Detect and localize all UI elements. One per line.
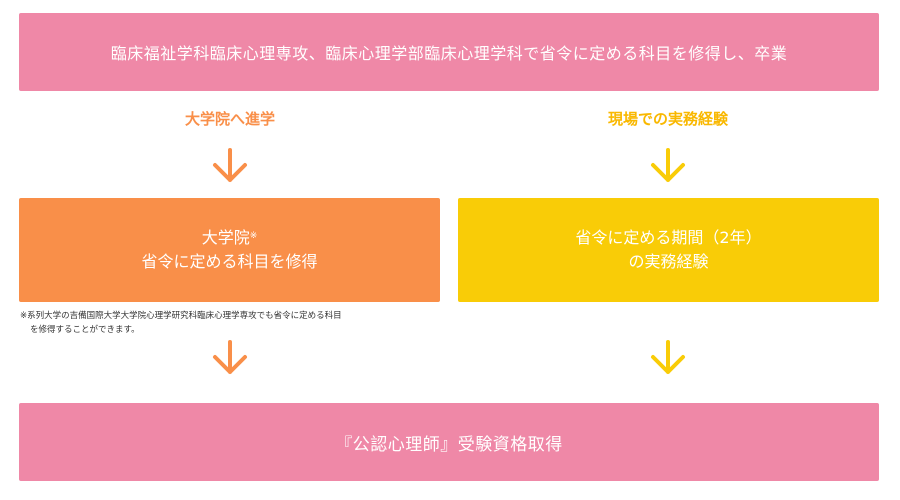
grad-school-box-title: 大学院※	[201, 228, 258, 247]
footnote: ※系列大学の吉備国際大学大学院心理学研究科臨床心理学専攻でも省令に定める科目 を…	[20, 309, 450, 337]
grad-school-label: 大学院へ進学	[184, 110, 275, 128]
arrow-down-icon	[213, 340, 247, 374]
arrow-down-icon	[651, 148, 685, 182]
top-requirement-text: 臨床福祉学科臨床心理専攻、臨床心理学部臨床心理学科で省令に定める科目を修得し、卒…	[110, 44, 788, 63]
work-experience-box: 省令に定める期間（2年） の実務経験	[458, 198, 879, 302]
grad-school-box-subtitle: 省令に定める科目を修得	[141, 252, 318, 271]
arrow-down-icon	[651, 340, 685, 374]
note-mark: ※	[249, 231, 258, 241]
arrow-down-icon	[213, 148, 247, 182]
footnote-line2: を修得することができます。	[30, 325, 140, 335]
work-experience-label: 現場での実務経験	[607, 110, 728, 128]
footnote-line1: ※系列大学の吉備国際大学大学院心理学研究科臨床心理学専攻でも省令に定める科目	[20, 311, 342, 321]
qualification-box: 『公認心理師』受験資格取得	[19, 403, 879, 481]
grad-school-box: 大学院※ 省令に定める科目を修得	[19, 198, 440, 302]
work-experience-box-line1: 省令に定める期間（2年）	[575, 228, 762, 247]
work-experience-box-line2: の実務経験	[628, 252, 709, 271]
top-requirement-box: 臨床福祉学科臨床心理専攻、臨床心理学部臨床心理学科で省令に定める科目を修得し、卒…	[19, 13, 879, 91]
qualification-text: 『公認心理師』受験資格取得	[335, 434, 563, 455]
